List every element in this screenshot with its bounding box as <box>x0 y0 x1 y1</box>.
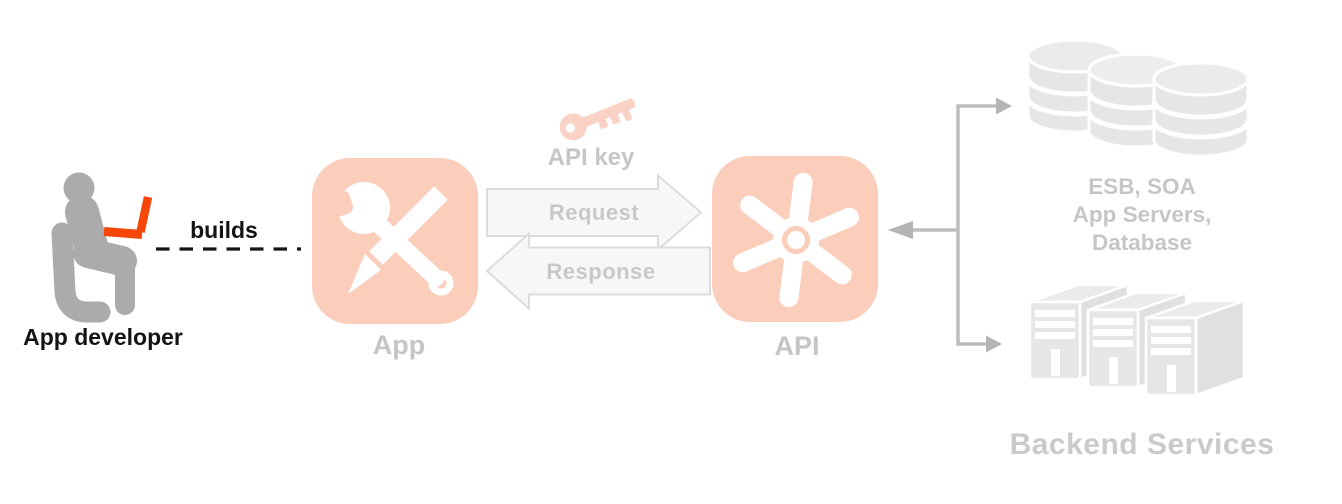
key-icon <box>559 98 636 141</box>
laptop-icon <box>103 196 153 239</box>
backend-systems-line-3: Database <box>1091 230 1193 255</box>
backend-systems-caption: ESB, SOA App Servers, Database <box>1073 173 1212 257</box>
api-tile <box>712 156 878 322</box>
person-at-laptop-icon <box>51 172 153 323</box>
api-caption: API <box>774 331 820 361</box>
database-stack-icon <box>1025 38 1251 158</box>
wrench-and-pencil-icon <box>313 182 454 296</box>
torso-shape <box>65 195 109 267</box>
builds-label: builds <box>190 217 258 243</box>
backend-services-caption: Backend Services <box>1009 428 1275 461</box>
head-shape <box>63 172 95 204</box>
chair-shape <box>51 222 111 323</box>
response-arrow-icon <box>485 231 711 311</box>
response-label: Response <box>546 259 656 284</box>
app-developer-caption: App developer <box>23 324 183 350</box>
request-label: Request <box>548 200 640 225</box>
pinwheel-gear-icon <box>733 172 859 308</box>
backend-systems-line-2: App Servers, <box>1072 202 1212 227</box>
arrowhead-left-icon <box>888 221 913 239</box>
server-tower <box>1144 299 1246 397</box>
database-cylinder <box>1151 61 1251 158</box>
server-towers-icon <box>1028 283 1246 397</box>
arrowhead-bottom-icon <box>986 335 1002 353</box>
app-caption: App <box>372 330 426 360</box>
request-arrow-icon <box>486 173 703 252</box>
api-key-caption: API key <box>547 144 635 171</box>
app-tile <box>312 158 478 324</box>
connector-branch-icon <box>888 97 1012 353</box>
backend-systems-line-1: ESB, SOA <box>1088 174 1196 199</box>
arrowhead-top-icon <box>996 97 1012 115</box>
